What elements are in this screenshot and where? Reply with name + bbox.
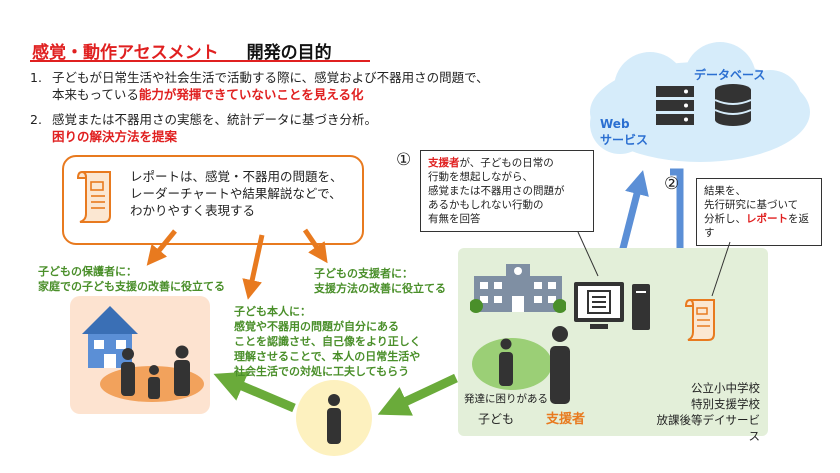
facility-item: 放課後等デイサービス [656,413,761,443]
guardian-label: 子どもの保護者に： [38,265,137,278]
database-label: データベース [694,68,766,82]
facility-item: 特別支援学校 [691,397,760,411]
item-text: 本来もっている [52,87,139,102]
step2-text: 先行研究に基づいて [704,199,799,211]
database-icon [714,84,752,126]
report-line: レポートは、感覚・不器用の問題を、 [130,169,343,184]
cloud-icon [590,42,810,162]
child-self-benefit: 子ども本人に： 感覚や不器用の問題が自分にある ことを認識させ、自己像をより正し… [234,304,421,379]
supporter-label: 支援者 [546,412,586,427]
child-self-line: ことを認識させ、自己像をより正しく [234,335,421,348]
item-number: 2. [30,112,42,127]
step1-note: 支援者が、子どもの日常の 行動を想起しながら、 感覚または不器用さの問題が ある… [420,150,594,232]
child-self-line: 感覚や不器用の問題が自分にある [234,320,399,333]
title-red: 感覚・動作アセスメント [32,43,219,63]
step1-text: 感覚または不器用さの問題が [428,185,565,197]
item-number: 1. [30,70,42,85]
child-self-line: 社会生活での対処に工夫してもらう [234,365,410,378]
report-description: レポートは、感覚・不器用の問題を、 レーダーチャートや結果解説などで、 わかりや… [130,168,343,219]
report-line: わかりやすく表現する [130,203,256,218]
item-highlight: 困りの解決方法を提案 [52,129,178,144]
purpose-item-2: 2. 感覚または不器用さの実態を、統計データに基づき分析。 困りの解決方法を提案 [30,111,377,145]
arrow-to-supporter [302,228,328,264]
note-pointer [711,241,731,297]
step2-number: ② [664,174,680,194]
child-self-label: 子ども本人に： [234,305,311,318]
step1-number: ① [396,150,412,170]
step1-text: 有無を回答 [428,213,481,225]
supporter-benefit: 子どもの支援者に： 支援方法の改善に役立てる [314,266,446,296]
family-house-icon [82,306,204,402]
step1-text: 行動を想起しながら、 [428,171,533,183]
supporter-benefit-label: 子どもの支援者に： [314,267,413,280]
arrow-child-to-guardian [213,371,296,413]
child-self-line: 理解させることで、本人の日常生活や [234,350,421,363]
web-label: Web [600,117,630,131]
step2-text: を返す [704,213,809,239]
step2-text: 分析し、 [704,213,746,225]
step2-highlight: レポート [746,213,788,225]
step1-text: あるかもしれない行動の [428,199,544,211]
child-figure-icon [327,394,341,444]
step1-highlight: 支援者 [428,157,460,169]
guardian-benefit: 子どもの保護者に： 家庭での子ども支援の改善に役立てる [38,264,225,294]
report-line: レーダーチャートや結果解説などで、 [130,186,342,201]
guardian-desc: 家庭での子ども支援の改善に役立てる [38,280,225,293]
title-underline [30,60,370,62]
people-icon [472,326,570,404]
school-building-icon [470,264,566,313]
step1-text: が、子どもの日常の [459,157,554,169]
item-highlight: 能力が発揮できていないことを見える化 [138,87,364,102]
item-text: 子どもが日常生活や社会生活で活動する際に、感覚および不器用さの問題で、 [52,70,489,85]
purpose-item-1: 1. 子どもが日常生活や社会生活で活動する際に、感覚および不器用さの問題で、 本来… [30,69,489,103]
arrow-to-guardian [146,229,177,266]
service-label: サービス [600,133,649,147]
step2-text: 結果を、 [704,185,746,197]
report-box [62,155,364,245]
supporter-benefit-desc: 支援方法の改善に役立てる [314,282,446,295]
computer-icon [574,282,650,330]
arrow-to-child [242,234,265,300]
server-icon [656,86,694,125]
item-text: 感覚または不器用さの実態を、統計データに基づき分析。 [52,112,378,127]
child-caption: 発達に困りがある [464,393,548,405]
note-pointer [577,231,599,277]
step2-note: 結果を、 先行研究に基づいて 分析し、レポートを返す [696,178,822,246]
title-black: 開発の目的 [246,43,332,63]
facility-item: 公立小中学校 [691,381,760,395]
child-label: 子ども [478,412,515,426]
report-document-icon [76,170,111,223]
page-title: 感覚・動作アセスメント 開発の目的 [32,38,332,63]
web-service-label: Web サービス [600,116,648,148]
returned-report-icon [684,298,715,341]
arrow-supporter-to-child [377,373,458,416]
facility-list: 公立小中学校 特別支援学校 放課後等デイサービス [650,380,761,444]
